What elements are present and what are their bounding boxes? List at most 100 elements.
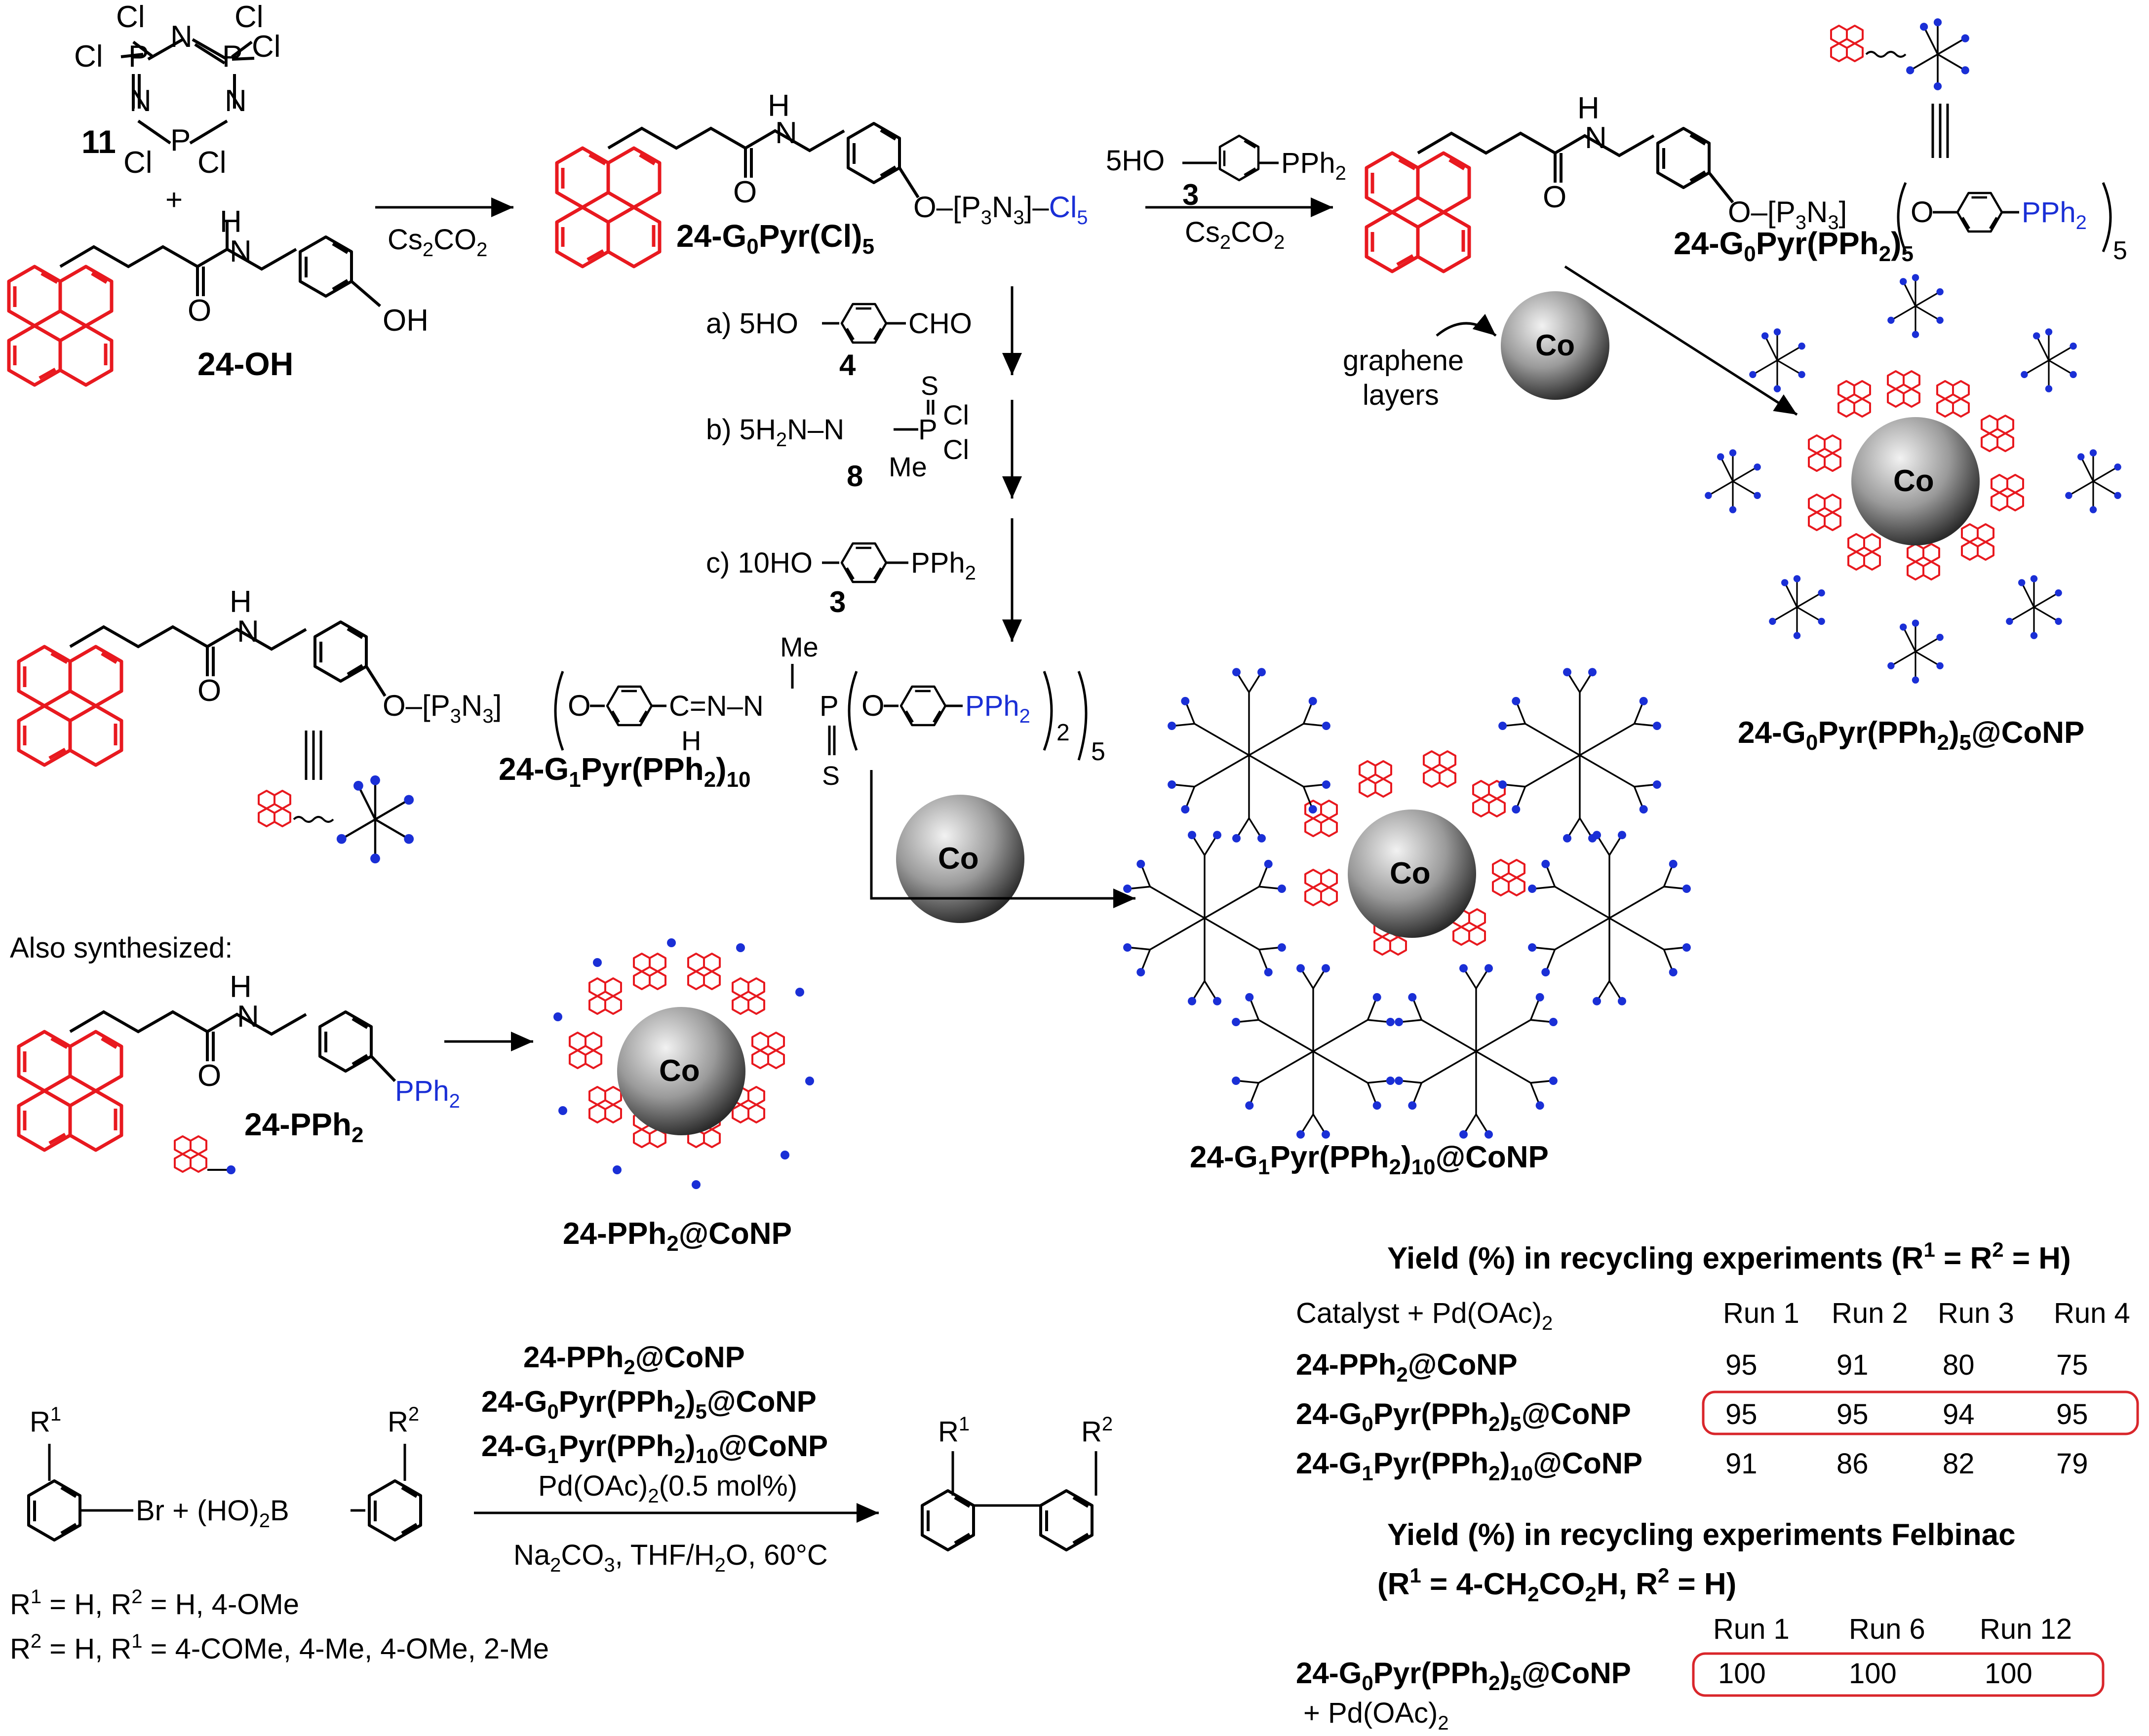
- svg-text:Co: Co: [1390, 856, 1431, 890]
- reagent-3-mid: c) 10HO PPh2 3: [706, 543, 976, 618]
- table1-cell: 82: [1943, 1448, 1975, 1480]
- svg-text:R2: R2: [388, 1403, 419, 1438]
- svg-text:24-G1Pyr(PPh2)10@CoNP: 24-G1Pyr(PPh2)10@CoNP: [481, 1429, 828, 1467]
- table1-row-name: 24-PPh2@CoNP: [1296, 1348, 1518, 1386]
- cs2co3-label: Cs2CO2: [388, 224, 487, 261]
- table1-cell: 75: [2056, 1349, 2088, 1381]
- svg-text:2: 2: [1056, 720, 1070, 746]
- svg-text:R2 = H, R1 = 4-COMe, 4-Me, 4-O: R2 = H, R1 = 4-COMe, 4-Me, 4-OMe, 2-Me: [10, 1630, 549, 1665]
- n-atom: N: [170, 20, 193, 54]
- compound-24oh-label: 24-OH: [197, 346, 293, 382]
- svg-text:Cl: Cl: [943, 434, 969, 465]
- compound-g1-structure: H N O O–[P3N3] O C=N–N H Me P S O PPh2 2…: [19, 585, 1105, 792]
- svg-text:a) 5HO: a) 5HO: [706, 308, 798, 340]
- svg-text:PPh2: PPh2: [965, 690, 1030, 727]
- svg-text:5: 5: [2113, 236, 2127, 265]
- svg-text:N: N: [237, 615, 259, 649]
- svg-text:N: N: [1585, 121, 1607, 155]
- svg-text:graphene: graphene: [1343, 345, 1464, 377]
- svg-text:R1 = H, R2 = H, 4-OMe: R1 = H, R2 = H, 4-OMe: [10, 1586, 299, 1620]
- graphene-conp: Co graphene layers: [1343, 291, 1609, 411]
- table1-cell: 91: [1836, 1349, 1869, 1381]
- g1-cartoon: [258, 731, 414, 863]
- table1-title: Yield (%) in recycling experiments (R1 =…: [1387, 1238, 2071, 1275]
- svg-text:4: 4: [839, 348, 856, 382]
- svg-text:C=N–N: C=N–N: [669, 690, 764, 722]
- nh-h: H: [768, 89, 790, 123]
- table2-title: Yield (%) in recycling experiments Felbi…: [1387, 1518, 2016, 1552]
- table1-cell: 95: [2056, 1398, 2088, 1430]
- cl-atom: Cl: [116, 0, 145, 34]
- p-atom: P: [128, 39, 149, 74]
- svg-text:3: 3: [1182, 178, 1199, 211]
- cl-atom: Cl: [123, 146, 153, 180]
- svg-text:c) 10HO: c) 10HO: [706, 547, 813, 579]
- cl-atom: Cl: [74, 39, 103, 74]
- svg-text:R1: R1: [938, 1413, 970, 1448]
- svg-text:H: H: [230, 585, 252, 619]
- co-nanoparticle: [896, 795, 1024, 923]
- compound-11-label: 11: [81, 123, 116, 160]
- svg-text:S: S: [921, 371, 938, 401]
- table1-row-name: 24-G0Pyr(PPh2)5@CoNP: [1296, 1397, 1631, 1435]
- hydroxyl: OH: [383, 304, 429, 338]
- also-synthesized-heading: Also synthesized:: [10, 932, 233, 964]
- cl-atom: Cl: [197, 146, 227, 180]
- compound-g0cl-label: 24-G0Pyr(Cl)5: [676, 218, 874, 259]
- carbonyl-o: O: [188, 294, 211, 328]
- svg-text:O–[P3N3]: O–[P3N3]: [383, 689, 502, 727]
- svg-text:PPh2: PPh2: [1281, 147, 1346, 184]
- svg-text:24-PPh2@CoNP: 24-PPh2@CoNP: [523, 1341, 745, 1379]
- svg-text:O: O: [861, 689, 885, 722]
- svg-text:H: H: [1577, 91, 1600, 125]
- suzuki-reaction: R1 Br + (HO)2B R2 24-PPh2@CoNP 24-G0Pyr(…: [10, 1341, 1113, 1665]
- table2-cell: 100: [1849, 1658, 1897, 1690]
- table1-cell: 86: [1836, 1448, 1869, 1480]
- cl-atom: Cl: [252, 30, 281, 64]
- svg-text:24-G0Pyr(PPh2)5@CoNP: 24-G0Pyr(PPh2)5@CoNP: [481, 1385, 817, 1423]
- reagent-3-top: 5HO PPh2 3: [1106, 136, 1346, 211]
- reagent-8: b) 5H2N–N P S Cl Cl Me 8: [706, 371, 969, 493]
- table1-cell: 95: [1725, 1398, 1758, 1430]
- table1-header-run: Run 3: [1938, 1297, 2014, 1329]
- table1-cell: 91: [1725, 1448, 1758, 1480]
- nh-n: N: [230, 234, 252, 269]
- svg-text:O: O: [1911, 195, 1934, 229]
- carbonyl-o: O: [733, 175, 757, 209]
- table1-cell: 95: [1725, 1349, 1758, 1381]
- table1-cell: 94: [1943, 1398, 1975, 1430]
- svg-text:Co: Co: [1535, 329, 1575, 362]
- compound-24pph2-label: 24-PPh2: [244, 1107, 363, 1147]
- phosphazene-core: O–[P3N3]–Cl5: [913, 191, 1088, 229]
- svg-text:S: S: [822, 761, 840, 791]
- table1-header-catalyst: Catalyst + Pd(OAc)2: [1296, 1297, 1553, 1334]
- g1-conp-structure: Co 24-G1Pyr(PPh2)10@CoNP: [1122, 667, 1692, 1179]
- svg-text:P: P: [820, 690, 839, 722]
- arrow-to-g1-conp: [870, 770, 1135, 908]
- table2-header-run: Run 6: [1849, 1613, 1925, 1645]
- svg-text:3: 3: [829, 585, 846, 618]
- table2-row-extra: + Pd(OAc)2: [1303, 1697, 1449, 1734]
- svg-text:Me: Me: [780, 631, 819, 662]
- plus-sign: +: [165, 183, 183, 216]
- table2-row-name: 24-G0Pyr(PPh2)5@CoNP: [1296, 1657, 1631, 1695]
- svg-text:Na2CO3, THF/H2O, 60°C: Na2CO3, THF/H2O, 60°C: [513, 1539, 828, 1576]
- svg-text:O–[P3N3]: O–[P3N3]: [1728, 195, 1847, 233]
- nh-h: H: [220, 205, 242, 239]
- g0-conp-label: 24-G0Pyr(PPh2)5@CoNP: [1738, 716, 2084, 755]
- compound-g1-label: 24-G1Pyr(PPh2)10: [499, 751, 750, 792]
- table1-header-run: Run 2: [1832, 1297, 1908, 1329]
- pph2-conp-label: 24-PPh2@CoNP: [563, 1217, 792, 1256]
- svg-text:N: N: [237, 1000, 259, 1034]
- g0-cartoon: [1830, 17, 1970, 158]
- svg-text:layers: layers: [1363, 379, 1439, 411]
- arrow-to-g0-conp: [1564, 265, 1798, 416]
- p-atom: P: [170, 123, 191, 157]
- svg-text:PPh2: PPh2: [911, 547, 976, 584]
- cs2co3-label: Cs2CO2: [1185, 216, 1285, 253]
- table2-cell: 100: [1718, 1658, 1766, 1690]
- svg-text:CHO: CHO: [908, 308, 972, 340]
- svg-text:5: 5: [1091, 737, 1105, 766]
